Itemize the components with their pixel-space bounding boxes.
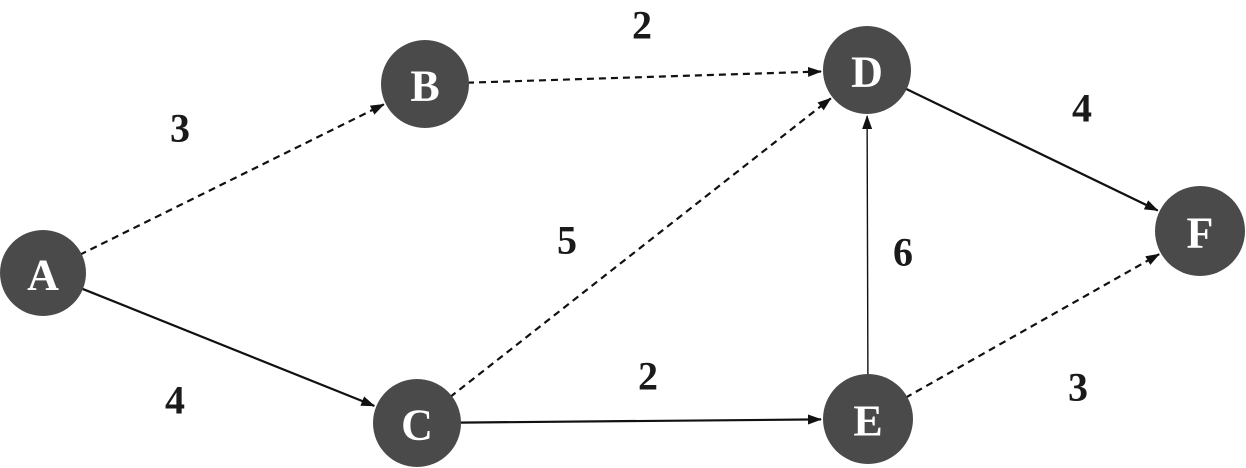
edge-weights: 3 4 2 5 2 6 4 3 <box>165 3 1092 423</box>
edge-e-to-f <box>904 253 1160 399</box>
edge-a-to-b <box>79 103 385 256</box>
node-f-label: F <box>1187 209 1214 258</box>
edge-b-to-d <box>466 66 822 84</box>
weight-c-e: 2 <box>638 354 658 399</box>
weight-b-d: 2 <box>632 3 652 48</box>
node-a: A <box>0 230 86 316</box>
node-c: C <box>373 379 461 467</box>
node-e: E <box>823 374 913 464</box>
node-e-label: E <box>853 397 882 446</box>
node-c-label: C <box>401 401 433 450</box>
edges <box>79 66 1160 425</box>
weight-e-f: 3 <box>1068 365 1088 410</box>
edge-e-to-d <box>862 115 873 377</box>
node-a-label: A <box>27 251 59 300</box>
node-b: B <box>381 40 469 128</box>
node-b-label: B <box>410 62 439 111</box>
weight-c-d: 5 <box>557 218 577 263</box>
weight-e-d: 6 <box>893 230 913 275</box>
edge-c-to-e <box>458 414 822 425</box>
edge-c-to-d <box>449 97 832 398</box>
weight-a-b: 3 <box>170 106 190 151</box>
nodes: A B C D E F <box>0 26 1245 467</box>
edge-a-to-c <box>80 287 376 407</box>
node-d-label: D <box>851 48 883 97</box>
node-d: D <box>823 26 911 114</box>
weight-d-f: 4 <box>1072 86 1092 131</box>
node-f: F <box>1155 186 1245 276</box>
edge-d-to-f <box>904 87 1159 212</box>
weight-a-c: 4 <box>165 378 185 423</box>
